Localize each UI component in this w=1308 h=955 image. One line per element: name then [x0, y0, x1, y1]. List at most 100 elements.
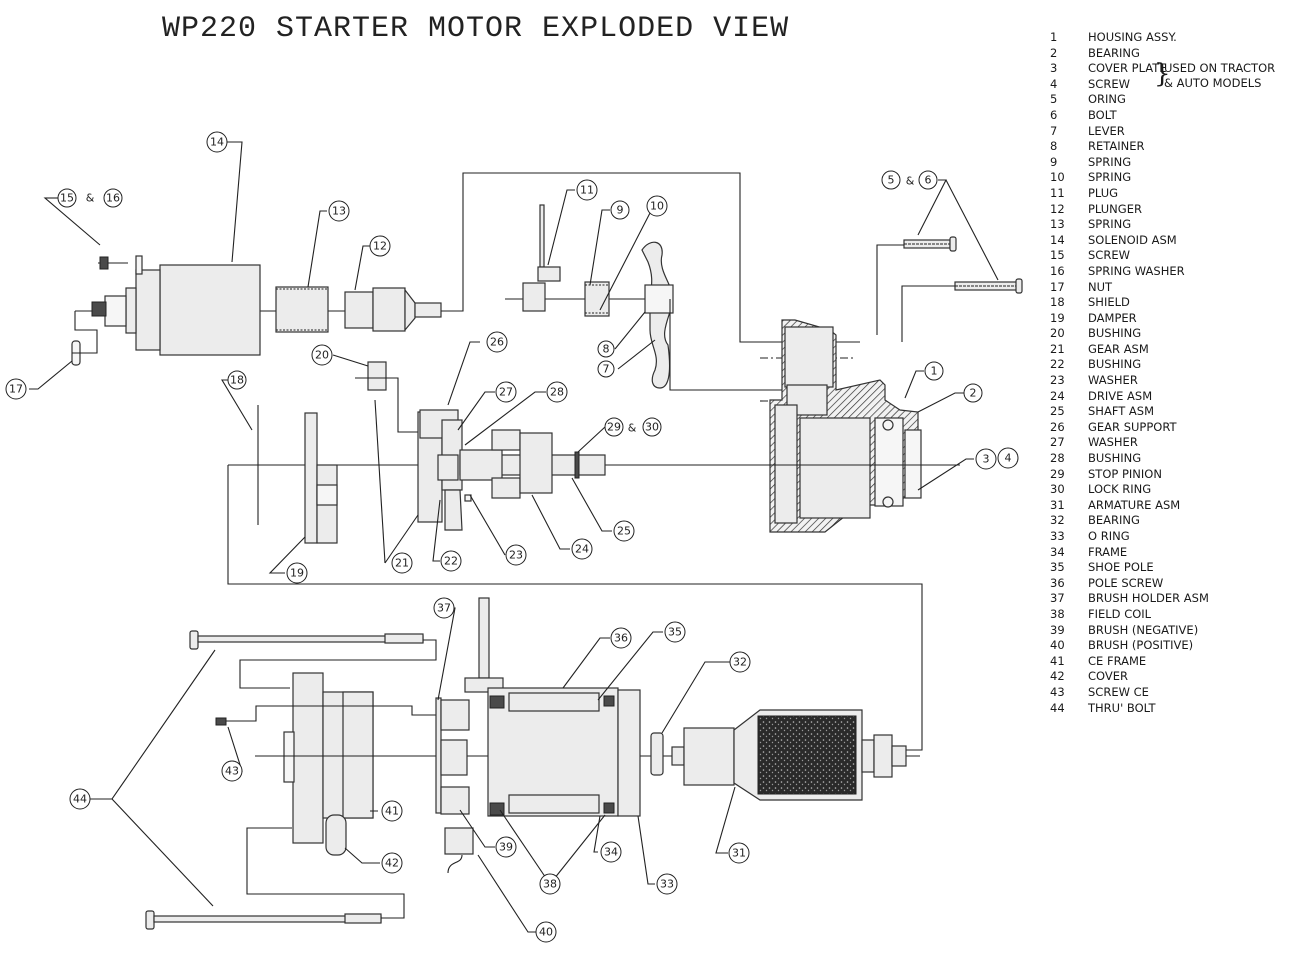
callout-32: 32 — [729, 651, 751, 673]
parts-note-line1: USED ON TRACTOR — [1164, 61, 1276, 75]
part-number: 11 — [1050, 185, 1065, 200]
callouts: 14 15 & 16 13 12 17 11 9 10 8 7 5 & 6 1 … — [5, 131, 1019, 943]
lever-group — [505, 204, 860, 391]
part-name: COVER PLATE — [1088, 61, 1167, 76]
part-name: BUSHING — [1088, 451, 1142, 466]
callout-39: 39 — [495, 836, 517, 858]
part-name: CE FRAME — [1088, 653, 1147, 668]
svg-text:5: 5 — [888, 174, 895, 187]
callout-27: 27 — [495, 381, 517, 403]
callout-28: 28 — [546, 381, 568, 403]
part-name: SHIELD — [1088, 295, 1130, 310]
part-name: WASHER — [1088, 435, 1138, 450]
part-name: DAMPER — [1088, 310, 1137, 325]
svg-text:43: 43 — [225, 765, 239, 778]
svg-text:11: 11 — [580, 184, 594, 197]
part-name: SPRING — [1088, 217, 1132, 232]
svg-text:34: 34 — [604, 846, 618, 859]
part-number: 6 — [1050, 107, 1058, 122]
exploded-view-diagram: 14 15 & 16 13 12 17 11 9 10 8 7 5 & 6 1 … — [5, 131, 1023, 943]
svg-text:42: 42 — [385, 857, 399, 870]
callout-10: 10 — [646, 195, 668, 217]
part-number: 39 — [1050, 622, 1065, 637]
part-name: BUSHING — [1088, 357, 1142, 372]
svg-text:21: 21 — [395, 557, 409, 570]
svg-text:25: 25 — [617, 525, 631, 538]
diagram-title: WP220 STARTER MOTOR EXPLODED VIEW — [162, 12, 790, 46]
part-name: ARMATURE ASM — [1088, 497, 1181, 512]
part-name: RETAINER — [1088, 139, 1145, 154]
callout-36: 36 — [610, 627, 632, 649]
housing-screws — [876, 236, 1023, 342]
solenoid-group — [71, 172, 860, 366]
spring-13 — [275, 286, 329, 333]
callout-19: 19 — [286, 562, 308, 584]
callout-12: 12 — [369, 235, 391, 257]
parts-list-item: 41 CE FRAME — [1046, 654, 1308, 670]
svg-text:36: 36 — [614, 632, 628, 645]
svg-text:44: 44 — [73, 793, 87, 806]
part-number: 2 — [1050, 45, 1058, 60]
part-number: 25 — [1050, 404, 1065, 419]
armature-group — [671, 709, 907, 801]
callout-42: 42 — [381, 852, 403, 874]
part-name: DRIVE ASM — [1088, 388, 1153, 403]
part-number: 28 — [1050, 451, 1065, 466]
part-name: BEARING — [1088, 45, 1140, 60]
part-number: 44 — [1050, 700, 1065, 715]
ce-frame — [292, 672, 324, 844]
svg-text:39: 39 — [499, 841, 513, 854]
svg-text:40: 40 — [539, 926, 553, 939]
svg-text:17: 17 — [9, 383, 23, 396]
callout-16: 16 — [103, 188, 123, 208]
callout-34: 34 — [600, 841, 622, 863]
plug — [539, 204, 545, 268]
part-name: SCREW — [1088, 76, 1130, 91]
part-name: BEARING — [1088, 513, 1140, 528]
part-number: 26 — [1050, 419, 1065, 434]
svg-text:7: 7 — [603, 363, 610, 376]
spring-9 — [584, 281, 610, 317]
callout-38: 38 — [539, 873, 561, 895]
part-name: BRUSH HOLDER ASM — [1088, 591, 1209, 606]
svg-text:20: 20 — [315, 349, 329, 362]
part-number: 43 — [1050, 684, 1065, 699]
part-number: 41 — [1050, 653, 1065, 668]
callout-9: 9 — [610, 200, 630, 220]
callout-30: 30 — [642, 417, 662, 437]
part-name: POLE SCREW — [1088, 575, 1164, 590]
svg-text:27: 27 — [499, 386, 513, 399]
svg-text:19: 19 — [290, 567, 304, 580]
svg-text:31: 31 — [732, 847, 746, 860]
lever — [641, 241, 673, 389]
part-name: BRUSH (NEGATIVE) — [1088, 622, 1199, 637]
part-name: GEAR ASM — [1088, 341, 1149, 356]
callout-40: 40 — [535, 921, 557, 943]
part-name: GEAR SUPPORT — [1088, 419, 1177, 434]
part-number: 23 — [1050, 373, 1065, 388]
part-name: SCREW — [1088, 248, 1130, 263]
svg-text:3: 3 — [983, 453, 990, 466]
svg-text:16: 16 — [106, 192, 120, 205]
svg-text:6: 6 — [925, 174, 932, 187]
callout-13: 13 — [328, 200, 350, 222]
part-number: 19 — [1050, 310, 1065, 325]
svg-text:32: 32 — [733, 656, 747, 669]
frame-group — [255, 597, 920, 874]
part-name: SPRING WASHER — [1088, 263, 1185, 278]
callout-20: 20 — [311, 344, 333, 366]
part-number: 21 — [1050, 341, 1065, 356]
part-name: ORING — [1088, 92, 1126, 107]
